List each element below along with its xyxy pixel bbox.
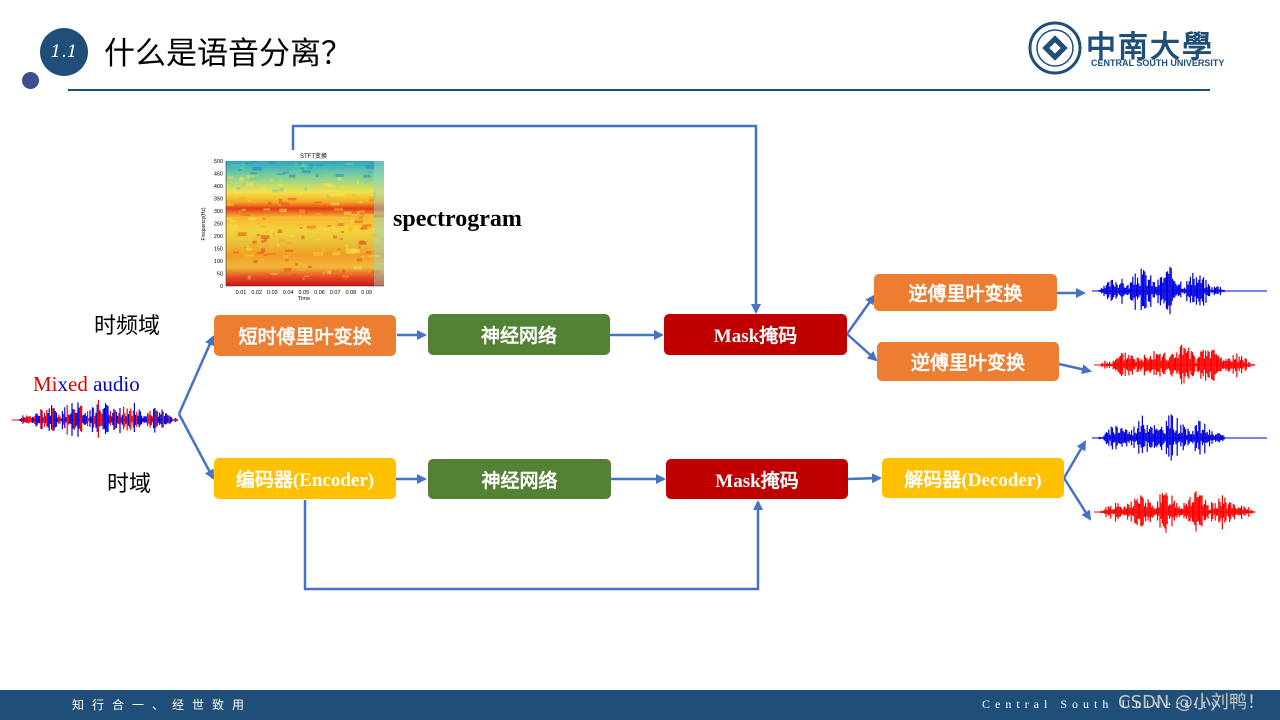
output-waveform-speaker1-t bbox=[1092, 414, 1267, 461]
arrow-mask-to-istft1 bbox=[845, 294, 876, 335]
spectrogram-ytick: 100 bbox=[214, 259, 223, 265]
spectrogram-xtick: 0.08 bbox=[346, 290, 357, 296]
logo-english-name: CENTRAL SOUTH UNIVERSITY bbox=[1091, 58, 1225, 68]
neural-network-box-t: 神经网络 bbox=[428, 459, 611, 499]
footer-university: Central South University bbox=[982, 697, 1222, 711]
spectrogram-ytick: 200 bbox=[214, 234, 223, 240]
mixed-label-part3: ed bbox=[68, 372, 88, 396]
spectrogram-ytick: 0 bbox=[220, 284, 223, 290]
spectrogram-xtick: 0.05 bbox=[298, 290, 309, 296]
spectrogram-xtick: 0.09 bbox=[361, 290, 372, 296]
arrow-input-to-encoder bbox=[177, 413, 215, 480]
spectrogram-ytick: 250 bbox=[214, 222, 223, 228]
output-waveform-speaker2-t bbox=[1094, 491, 1256, 533]
mixed-audio-waveform bbox=[12, 399, 179, 438]
spectrogram-ytick: 400 bbox=[214, 184, 223, 190]
output-waveform-speaker1-tf bbox=[1092, 266, 1267, 315]
header-divider bbox=[68, 89, 1210, 91]
spectrogram-ytick: 50 bbox=[217, 272, 223, 278]
page-title: 什么是语音分离？ bbox=[104, 36, 352, 72]
spectrogram-xtick: 0.04 bbox=[283, 290, 294, 296]
logo-chinese-name: 中南大學 bbox=[1086, 30, 1214, 65]
row-label-time-domain: 时域 bbox=[107, 472, 152, 497]
spectrogram-title: STFT变换 bbox=[300, 152, 327, 160]
istft-box-2: 逆傅里叶变换 bbox=[877, 342, 1059, 381]
istft-box-1: 逆傅里叶变换 bbox=[874, 274, 1057, 311]
row-label-time-frequency: 时频域 bbox=[94, 314, 161, 339]
spectrogram-ytick: 300 bbox=[214, 209, 223, 215]
spectrogram-ylabel: Frequency(Hz) bbox=[201, 207, 207, 240]
mixed-label-part1: Mi bbox=[33, 372, 58, 396]
arrow-istft2-to-output2 bbox=[1058, 362, 1092, 375]
section-number: 1.1 bbox=[50, 42, 78, 62]
section-number-badge: 1.1 bbox=[40, 28, 88, 76]
mask-box-t: Mask掩码 bbox=[666, 459, 848, 499]
arrow-encoder-skip-to-mask bbox=[303, 500, 763, 591]
arrow-mask-to-istft2 bbox=[846, 333, 878, 362]
footer-motto: 知行合一、经世致用 bbox=[72, 698, 253, 712]
mask-box-tf: Mask掩码 bbox=[664, 314, 847, 355]
arrow-mask-to-decoder bbox=[847, 473, 882, 484]
decoder-box: 解码器(Decoder) bbox=[882, 458, 1064, 498]
spectrogram-ytick: 350 bbox=[214, 197, 223, 203]
spectrogram-xtick: 0.06 bbox=[314, 290, 325, 296]
spectrogram-ytick: 450 bbox=[214, 172, 223, 178]
spectrogram-label: spectrogram bbox=[393, 206, 522, 232]
spectrogram-ytick: 500 bbox=[214, 159, 223, 165]
decorative-dot bbox=[22, 72, 39, 89]
stft-box: 短时傅里叶变换 bbox=[214, 315, 396, 356]
spectrogram-xlabel: Time bbox=[298, 296, 310, 302]
spectrogram-xtick: 0.07 bbox=[330, 290, 341, 296]
spectrogram-xtick: 0.01 bbox=[236, 290, 247, 296]
encoder-box: 编码器(Encoder) bbox=[214, 458, 396, 499]
arrow-decoder-to-output2 bbox=[1062, 477, 1092, 521]
spectrogram-ytick: 150 bbox=[214, 247, 223, 253]
arrow-input-to-stft bbox=[177, 335, 215, 415]
mixed-audio-label: Mixed audio bbox=[33, 372, 140, 397]
spectrogram-xtick: 0.02 bbox=[251, 290, 262, 296]
footer-bar bbox=[0, 690, 1280, 720]
spectrogram-xtick: 0.03 bbox=[267, 290, 278, 296]
csdn-watermark: CSDN @小刘鸭！ bbox=[1118, 692, 1266, 713]
neural-network-box-tf: 神经网络 bbox=[428, 314, 610, 355]
arrow-decoder-to-output1 bbox=[1062, 440, 1087, 479]
mixed-label-part2: x bbox=[57, 372, 69, 396]
connector-arrows bbox=[177, 124, 1092, 591]
mixed-label-part4: audio bbox=[87, 372, 140, 396]
arrow-spectrogram-to-mask bbox=[291, 124, 761, 314]
output-waveform-speaker2-tf bbox=[1094, 344, 1256, 385]
